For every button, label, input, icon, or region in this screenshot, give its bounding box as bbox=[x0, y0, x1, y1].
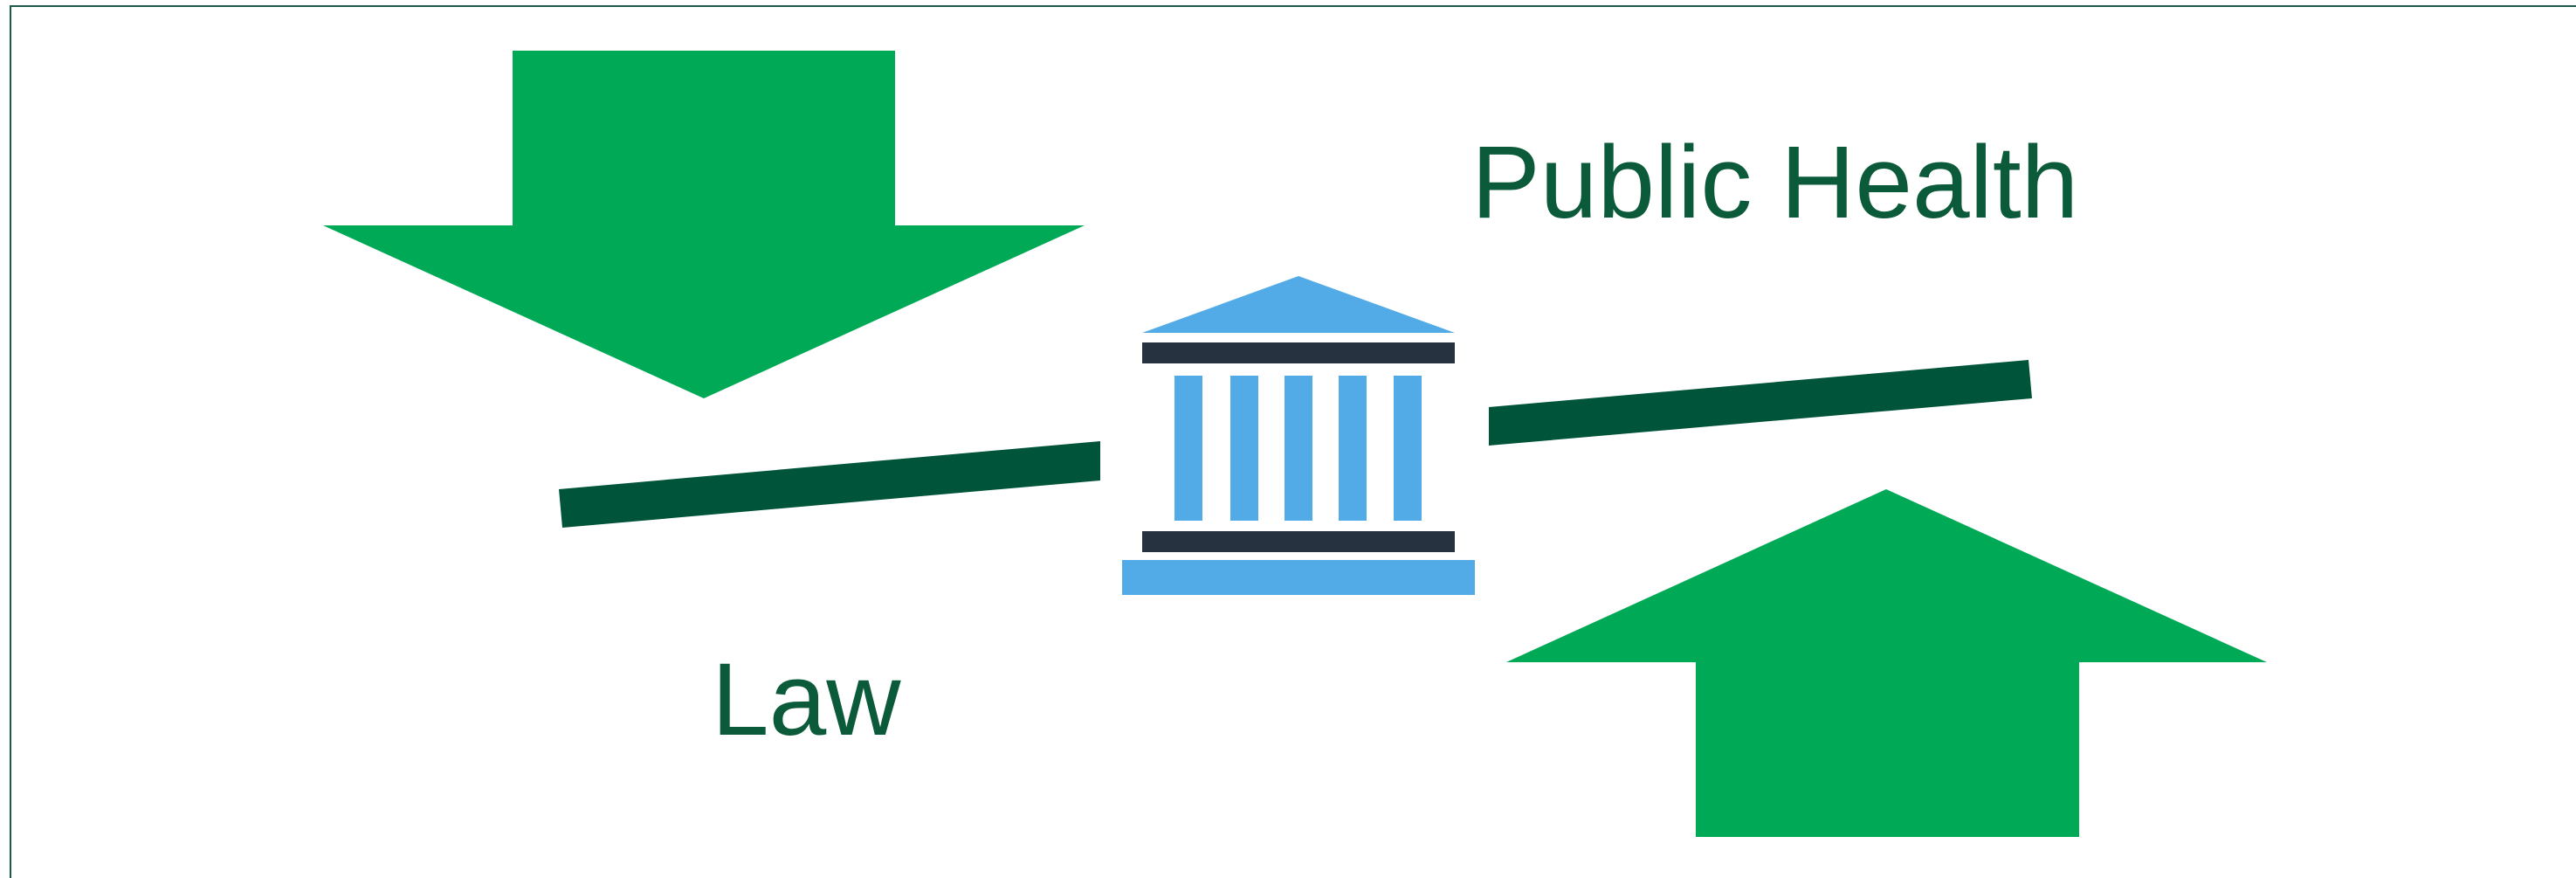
law-label: Law bbox=[712, 642, 901, 757]
courthouse-stylobate bbox=[1142, 531, 1455, 552]
courthouse-column bbox=[1394, 376, 1422, 521]
arrow-down-icon bbox=[323, 51, 1085, 398]
courthouse-column bbox=[1230, 376, 1258, 521]
courthouse-entablature bbox=[1142, 342, 1455, 363]
courthouse-roof bbox=[1142, 276, 1455, 333]
public-health-label: Public Health bbox=[1471, 125, 2079, 240]
courthouse-base bbox=[1122, 560, 1475, 595]
right-balance-bar bbox=[1489, 360, 2032, 446]
courthouse-column bbox=[1174, 376, 1202, 521]
arrow-up-icon bbox=[1506, 489, 2267, 837]
courthouse-column bbox=[1339, 376, 1367, 521]
courthouse-column bbox=[1285, 376, 1312, 521]
left-balance-bar bbox=[559, 441, 1100, 528]
frame-border bbox=[10, 5, 2576, 878]
courthouse-icon bbox=[1122, 276, 1475, 595]
